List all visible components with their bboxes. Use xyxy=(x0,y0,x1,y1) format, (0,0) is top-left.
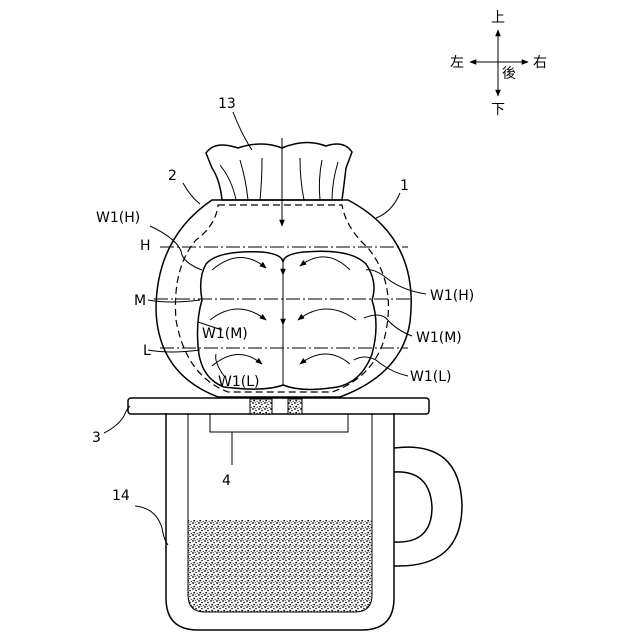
ref-4-outlet: 4 xyxy=(222,473,231,489)
flow-arrow-h-right xyxy=(300,257,350,270)
level-letters: H M L xyxy=(134,238,151,359)
flow-label-w1h-left: W1(H) xyxy=(96,210,140,226)
mug-handle xyxy=(394,447,462,566)
filter-paper-fold-1 xyxy=(220,165,236,200)
mug-handle-inner xyxy=(394,472,432,542)
lid xyxy=(128,398,429,432)
filter-paper-fold-2 xyxy=(240,160,248,200)
outlet-hole-left xyxy=(250,399,272,414)
filter-paper-fold-6 xyxy=(332,162,338,200)
flow-arrow-h-left xyxy=(212,257,266,270)
ref-1-dripper: 1 xyxy=(400,178,409,194)
filter-chamber xyxy=(198,251,377,389)
ref-14-mug: 14 xyxy=(112,488,130,504)
direction-back-label: 後 xyxy=(502,66,516,82)
flow-label-w1m-right: W1(M) xyxy=(416,330,462,346)
filter-paper-fold-4 xyxy=(300,158,304,200)
coffee-liquid xyxy=(188,520,372,612)
flow-label-w1m-left: W1(M) xyxy=(202,326,248,342)
level-h-label: H xyxy=(140,238,151,254)
direction-up-label: 上 xyxy=(491,10,505,26)
flow-arrow-l-right xyxy=(300,354,350,364)
level-m-label: M xyxy=(134,293,146,309)
flow-label-w1l-right: W1(L) xyxy=(410,369,451,385)
flow-arrow-m-right xyxy=(298,309,356,320)
mug xyxy=(166,413,462,630)
direction-right-label: 右 xyxy=(533,55,547,71)
lid-plate xyxy=(128,398,429,414)
ref-13-filter: 13 xyxy=(218,96,236,112)
filter-paper-fold-5 xyxy=(319,160,322,200)
direction-indicator: 上 下 左 右 後 xyxy=(450,10,547,118)
outlet-hole-right xyxy=(288,399,302,414)
level-l-label: L xyxy=(143,343,151,359)
flow-label-w1l-left: W1(L) xyxy=(218,374,259,390)
flow-labels: W1(H) W1(H) W1(M) W1(M) W1(L) W1(L) xyxy=(96,210,474,390)
ref-3-lid: 3 xyxy=(92,430,101,446)
dripper xyxy=(154,138,412,397)
filter-paper xyxy=(206,142,352,200)
flow-arrow-l-left xyxy=(212,354,262,366)
filter-paper-fold-3 xyxy=(260,158,262,200)
lid-underside-dashed xyxy=(210,414,348,432)
leader-lines xyxy=(104,112,426,545)
flow-label-w1h-right: W1(H) xyxy=(430,288,474,304)
ref-2-body: 2 xyxy=(168,168,177,184)
direction-down-label: 下 xyxy=(491,102,505,118)
flow-arrow-m-left xyxy=(210,309,266,320)
direction-left-label: 左 xyxy=(450,55,464,71)
